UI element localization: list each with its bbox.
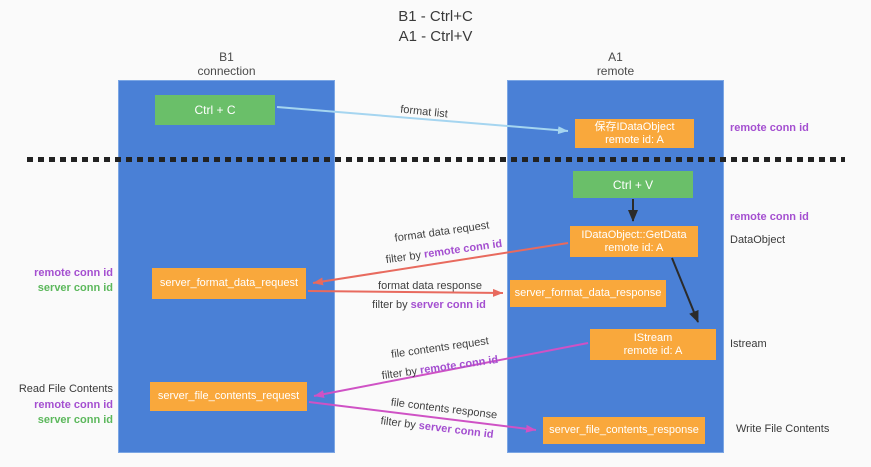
- lane-header-a1: A1 remote: [507, 50, 724, 78]
- label-write-file-contents: Write File Contents: [736, 423, 830, 435]
- node-ctrl-c-label: Ctrl + C: [194, 103, 236, 117]
- filter-prefix: filter by: [385, 248, 425, 267]
- label-dataobject: DataObject: [730, 234, 786, 246]
- node-server-format-data-request: server_format_data_request: [152, 268, 306, 299]
- filter-prefix: filter by: [381, 364, 421, 383]
- node-save-idataobject-line1: 保存IDataObject: [594, 120, 675, 133]
- node-istream: IStream remote id: A: [590, 329, 716, 360]
- node-file-response-label: server_file_contents_response: [549, 424, 699, 436]
- phase-separator-dashed-line: [27, 157, 845, 162]
- lane-a1-name: A1: [608, 50, 623, 64]
- node-save-idataobject: 保存IDataObject remote id: A: [575, 119, 694, 148]
- filter-key-remote-conn-id: remote conn id: [423, 237, 503, 261]
- label-format-data-response: format data response: [378, 280, 482, 292]
- node-ctrl-v-label: Ctrl + V: [612, 177, 654, 192]
- label-left-remote-conn-id-file: remote conn id: [34, 399, 113, 411]
- filter-key-server-conn-id: server conn id: [418, 419, 495, 441]
- label-right-remote-conn-id-paste: remote conn id: [730, 211, 809, 223]
- diagram-title-line1: B1 - Ctrl+C: [398, 8, 473, 25]
- label-left-server-conn-id-file: server conn id: [37, 414, 113, 426]
- node-getdata-line1: IDataObject::GetData: [581, 228, 687, 241]
- node-file-request-label: server_file_contents_request: [157, 390, 300, 402]
- filter-prefix: filter by: [379, 415, 420, 432]
- label-left-remote-conn-id-format: remote conn id: [34, 267, 113, 279]
- node-server-file-contents-response: server_file_contents_response: [543, 417, 705, 444]
- filter-key-server-conn-id: server conn id: [410, 299, 486, 311]
- node-save-idataobject-line2: remote id: A: [605, 133, 664, 146]
- label-format-data-response-filter: filter by server conn id: [372, 299, 486, 311]
- node-idataobject-getdata: IDataObject::GetData remote id: A: [570, 226, 698, 257]
- diagram-title-line2: A1 - Ctrl+V: [398, 28, 473, 45]
- label-read-file-contents: Read File Contents: [18, 383, 113, 395]
- filter-key-remote-conn-id: remote conn id: [419, 353, 499, 377]
- label-left-server-conn-id-format: server conn id: [37, 282, 113, 294]
- node-server-file-contents-request: server_file_contents_request: [150, 382, 307, 411]
- filter-prefix: filter by: [372, 299, 411, 311]
- node-format-request-label: server_format_data_request: [159, 277, 299, 289]
- node-ctrl-c: Ctrl + C: [155, 95, 275, 125]
- lane-a1-role: remote: [596, 64, 635, 78]
- label-right-remote-conn-id-clipboard: remote conn id: [730, 122, 809, 134]
- node-getdata-line2: remote id: A: [604, 241, 664, 254]
- lane-b1-role: connection: [197, 64, 256, 78]
- node-server-format-data-response: server_format_data_response: [510, 280, 666, 307]
- label-format-list: format list: [399, 103, 449, 121]
- node-format-response-label: server_format_data_response: [514, 287, 662, 299]
- node-istream-line2: remote id: A: [623, 344, 683, 357]
- node-istream-line1: IStream: [633, 331, 673, 344]
- lane-header-b1: B1 connection: [118, 50, 335, 78]
- label-istream: Istream: [730, 338, 767, 350]
- node-ctrl-v: Ctrl + V: [573, 171, 693, 198]
- lane-b1-name: B1: [219, 50, 234, 64]
